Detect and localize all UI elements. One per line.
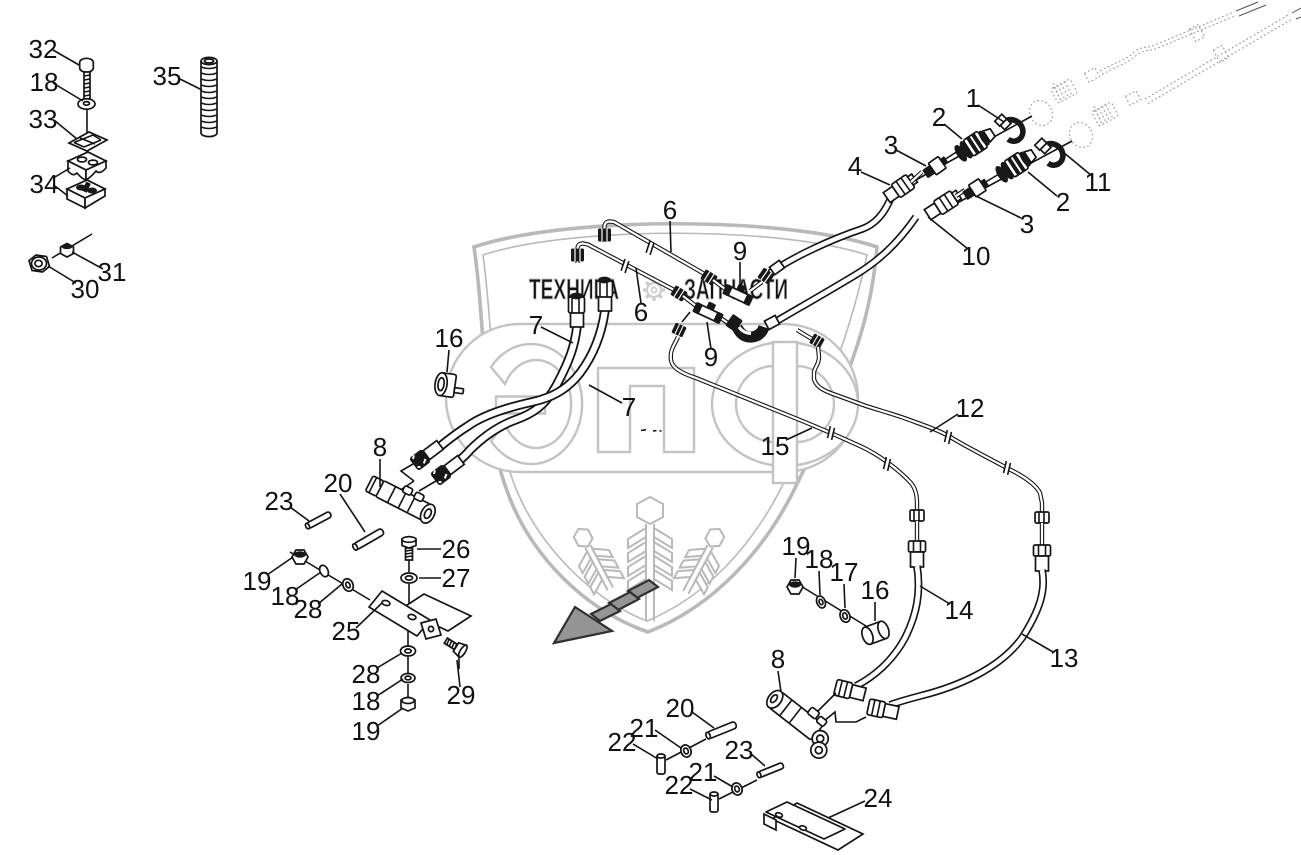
svg-text:16: 16: [435, 323, 464, 353]
svg-text:25: 25: [332, 616, 361, 646]
svg-text:22: 22: [665, 770, 694, 800]
svg-text:9: 9: [704, 342, 718, 372]
svg-text:28: 28: [352, 659, 381, 689]
svg-text:2: 2: [1056, 187, 1070, 217]
svg-text:8: 8: [771, 644, 785, 674]
svg-text:16: 16: [861, 575, 890, 605]
svg-text:1: 1: [966, 83, 980, 113]
svg-text:19: 19: [782, 531, 811, 561]
svg-text:2: 2: [932, 102, 946, 132]
svg-text:31: 31: [98, 257, 127, 287]
svg-text:18: 18: [271, 581, 300, 611]
svg-text:27: 27: [442, 563, 471, 593]
svg-text:19: 19: [352, 716, 381, 746]
svg-text:23: 23: [265, 486, 294, 516]
svg-text:32: 32: [29, 34, 58, 64]
svg-text:6: 6: [663, 195, 677, 225]
svg-text:20: 20: [324, 468, 353, 498]
svg-text:11: 11: [1085, 167, 1112, 197]
svg-text:13: 13: [1050, 643, 1079, 673]
svg-text:20: 20: [666, 693, 695, 723]
svg-text:3: 3: [1020, 209, 1034, 239]
svg-text:3: 3: [884, 130, 898, 160]
svg-text:21: 21: [630, 713, 659, 743]
svg-text:24: 24: [864, 783, 893, 813]
svg-text:28: 28: [294, 594, 323, 624]
svg-text:22: 22: [608, 727, 637, 757]
svg-text:18: 18: [352, 686, 381, 716]
svg-text:14: 14: [945, 595, 974, 625]
svg-text:9: 9: [733, 236, 747, 266]
svg-text:8: 8: [373, 432, 387, 462]
svg-text:19: 19: [243, 566, 272, 596]
svg-text:7: 7: [529, 310, 543, 340]
svg-text:18: 18: [805, 544, 834, 574]
svg-text:29: 29: [447, 680, 476, 710]
svg-text:7: 7: [622, 392, 636, 422]
svg-text:21: 21: [689, 757, 718, 787]
svg-text:10: 10: [962, 241, 991, 271]
svg-text:23: 23: [725, 735, 754, 765]
svg-text:18: 18: [30, 67, 59, 97]
svg-text:33: 33: [29, 104, 58, 134]
svg-text:4: 4: [848, 151, 862, 181]
svg-text:12: 12: [956, 393, 985, 423]
svg-text:35: 35: [153, 61, 182, 91]
svg-text:26: 26: [442, 534, 471, 564]
svg-text:17: 17: [830, 557, 859, 587]
svg-text:34: 34: [30, 169, 59, 199]
svg-text:6: 6: [634, 297, 648, 327]
svg-text:30: 30: [71, 274, 100, 304]
svg-text:15: 15: [761, 431, 790, 461]
